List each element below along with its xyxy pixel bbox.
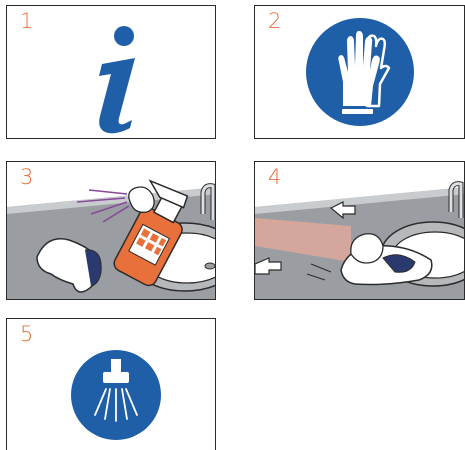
step-number: 1 — [20, 11, 33, 32]
step-number: 5 — [20, 324, 33, 345]
step-number: 3 — [20, 167, 33, 188]
step-number: 4 — [268, 167, 281, 188]
step-panel-3: 3 — [6, 161, 216, 300]
spray-cleaner-on-sink-illustration — [7, 162, 216, 300]
step-number: 2 — [268, 11, 281, 32]
step-panel-4: 4 — [254, 161, 465, 300]
protective-gloves-icon — [255, 6, 465, 139]
wipe-sink-with-cloth-illustration — [255, 162, 465, 300]
step-panel-5: 5 — [6, 318, 216, 450]
information-icon — [7, 6, 216, 139]
step-panel-2: 2 — [254, 5, 465, 139]
shower-rinse-icon — [7, 319, 216, 450]
step-panel-1: 1 — [6, 5, 216, 139]
